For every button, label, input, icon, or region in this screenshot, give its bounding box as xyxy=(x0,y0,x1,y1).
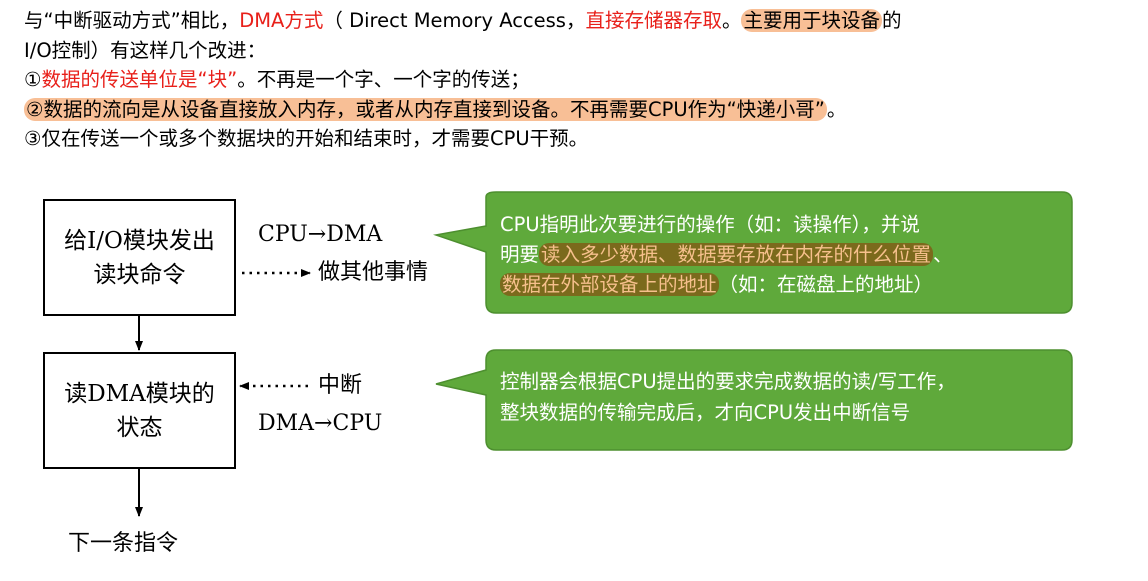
callout-top-line-1: CPU指明此次要进行的操作（如：读操作），并说 xyxy=(500,213,920,236)
point-2-end: 。 xyxy=(826,97,847,121)
callout-top-line-2: 明要读入多少数据、数据要存放在内存的什么位置、 xyxy=(500,240,953,269)
callout-top-l2-highlight: 读入多少数据、数据要存放在内存的什么位置 xyxy=(539,243,934,266)
intro-lead: 与“中断驱动方式”相比， xyxy=(24,9,240,32)
point-1-highlight: 数据的传送单位是“块” xyxy=(41,68,238,91)
callout-top-l3-highlight: 数据在外部设备上的地址 xyxy=(500,273,719,296)
main-use-highlight: 主要用于块设备 xyxy=(741,9,882,32)
point-1-rest: 。不再是一个字、一个字的传送； xyxy=(237,68,530,91)
point-2: ②数据的流向是从设备直接放入内存，或者从内存直接到设备。不再需要CPU作为“快递… xyxy=(24,95,1134,125)
interrupt-label: 中断 xyxy=(318,373,363,398)
box1-line-1: 给I/O模块发出 xyxy=(64,227,215,254)
callout-top-l3-post: （如：在磁盘上的地址） xyxy=(718,273,934,296)
intro-line-2: I/O控制）有这样几个改进： xyxy=(24,38,267,62)
dma-to-cpu-label: DMA→CPU xyxy=(258,411,383,436)
point-1-marker: ① xyxy=(24,68,42,91)
box2-line-2: 状态 xyxy=(116,414,163,441)
cpu-to-dma-label: CPU→DMA xyxy=(258,222,383,247)
dma-meaning: 直接存储器存取 xyxy=(585,9,722,32)
dma-term: DMA方式 xyxy=(239,9,324,32)
box2-line-1: 读DMA模块的 xyxy=(64,380,215,407)
do-other-label: 做其他事情 xyxy=(318,260,429,285)
intro-text-block: 与“中断驱动方式”相比，DMA方式（ Direct Memory Access，… xyxy=(24,6,1134,154)
intro-paren-open: （ Direct Memory Access， xyxy=(323,9,586,32)
box1-line-2: 读块命令 xyxy=(93,261,186,288)
point-2-highlight: ②数据的流向是从设备直接放入内存，或者从内存直接到设备。不再需要CPU作为“快递… xyxy=(24,97,827,121)
callout-top-l2-pre: 明要 xyxy=(500,243,540,266)
callout-bottom-bubble xyxy=(435,349,1073,451)
point-1: ①数据的传送单位是“块”。不再是一个字、一个字的传送； xyxy=(24,65,1134,95)
callout-top-l2-post: 、 xyxy=(933,243,953,266)
intro-period: 。 xyxy=(721,9,742,32)
read-dma-status-box: 读DMA模块的 状态 xyxy=(43,352,236,469)
callout-bottom-line-2: 整块数据的传输完成后，才向CPU发出中断信号 xyxy=(500,401,911,424)
next-instruction-label: 下一条指令 xyxy=(68,531,179,556)
intro-tail: 的 xyxy=(882,9,902,32)
issue-read-command-box: 给I/O模块发出 读块命令 xyxy=(43,199,236,316)
callout-bottom-line-1: 控制器会根据CPU提出的要求完成数据的读/写工作， xyxy=(500,370,956,393)
point-3: ③仅在传送一个或多个数据块的开始和结束时，才需要CPU干预。 xyxy=(24,127,589,150)
intro-line-1: 与“中断驱动方式”相比，DMA方式（ Direct Memory Access，… xyxy=(24,6,1134,36)
callout-top-line-3: 数据在外部设备上的地址（如：在磁盘上的地址） xyxy=(500,270,933,299)
